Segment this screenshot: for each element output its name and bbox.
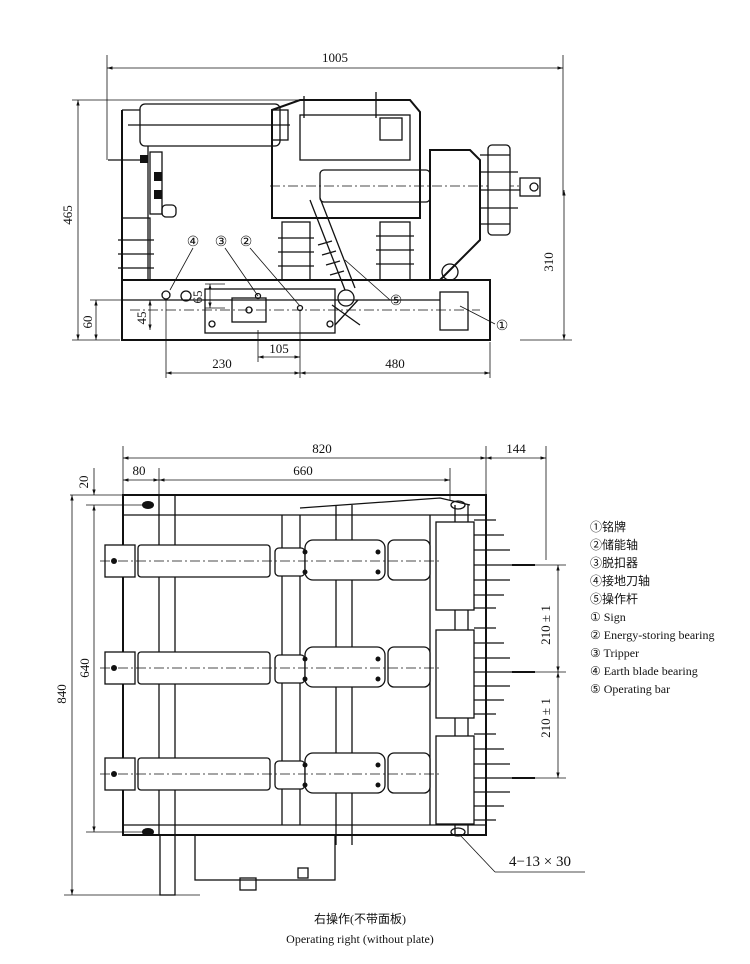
legend-item-1-cn: ①铭牌	[590, 519, 626, 534]
phase-2	[100, 627, 535, 719]
mounting-holes-label: 4−13 × 30	[509, 854, 571, 870]
dim-label-230: 230	[212, 356, 232, 371]
mechanism-housing	[270, 92, 520, 219]
insulator-left	[118, 217, 154, 281]
dim-label-660: 660	[293, 463, 313, 478]
dim-pole-height: 310	[520, 190, 572, 341]
dim-label-820: 820	[312, 441, 332, 456]
dim-label-60: 60	[80, 316, 95, 329]
dim-label-65: 65	[190, 291, 205, 304]
right-bushing	[429, 144, 541, 281]
legend-item-2-en: ② Energy-storing bearing	[590, 628, 715, 642]
legend: ①铭牌 ②储能轴 ③脱扣器 ④接地刀轴 ⑤操作杆 ① Sign ② Energy…	[590, 519, 715, 696]
callout-2: ②	[240, 235, 253, 250]
dim-label-80: 80	[133, 463, 146, 478]
legend-item-3-en: ③ Tripper	[590, 646, 639, 660]
dim-label-640: 640	[77, 658, 92, 678]
dim-plan-inner-depth: 640	[77, 505, 150, 833]
legend-item-4-en: ④ Earth blade bearing	[590, 664, 698, 678]
insulator-right	[376, 221, 414, 281]
dim-label-210-a: 210 ± 1	[538, 605, 553, 645]
caption-chinese: 右操作(不带面板)	[314, 911, 406, 926]
callout-3: ③	[215, 235, 228, 250]
dim-hole-spacing: 65	[190, 283, 225, 309]
callout-leaders	[169, 247, 496, 325]
phase-3	[100, 733, 535, 825]
mounting-hole-callout: 4−13 × 30	[459, 834, 585, 873]
caption-english: Operating right (without plate)	[286, 932, 434, 946]
dim-plan-inner-row: 80 660	[123, 463, 451, 500]
insulator-middle	[278, 221, 314, 281]
dim-base-height: 60	[80, 299, 122, 340]
legend-item-2-cn: ②储能轴	[590, 537, 638, 552]
dim-label-310: 310	[541, 252, 556, 272]
dim-label-480: 480	[385, 356, 405, 371]
dim-label-105: 105	[269, 341, 289, 356]
legend-item-5-cn: ⑤操作杆	[590, 591, 638, 606]
dim-label-45: 45	[134, 312, 149, 325]
dim-label-210-b: 210 ± 1	[538, 698, 553, 738]
dim-label-144: 144	[506, 441, 526, 456]
legend-item-3-cn: ③脱扣器	[590, 555, 638, 570]
dim-overall-width: 1005	[106, 50, 564, 195]
upper-frame	[108, 103, 290, 280]
callout-1: ①	[496, 319, 509, 334]
dim-label-20: 20	[76, 476, 91, 489]
callout-5: ⑤	[390, 294, 403, 309]
base-frame	[121, 279, 491, 341]
dim-plan-overall-depth: 840	[54, 495, 200, 896]
callout-4: ④	[187, 235, 200, 250]
dim-bottom-row: 105 230 480	[165, 300, 491, 378]
lower-mechanism	[159, 834, 336, 896]
caption: 右操作(不带面板) Operating right (without plate…	[286, 911, 434, 946]
dim-plan-right-extension: 144	[486, 441, 547, 560]
phase-1	[100, 519, 535, 611]
dim-plan-overall-width: 820	[122, 441, 487, 500]
dim-label-840: 840	[54, 684, 69, 704]
dim-label-1005: 1005	[322, 50, 348, 65]
dim-plan-phase-spacing: 210 ± 1 210 ± 1	[530, 564, 566, 779]
operating-bar	[309, 197, 361, 326]
plan-view: 820 144 80 660 20 840	[54, 441, 585, 896]
side-elevation-view: 1005 465 60 45 65	[60, 50, 572, 378]
legend-item-4-cn: ④接地刀轴	[590, 573, 650, 588]
side-insulators	[118, 217, 414, 281]
legend-item-1-en: ① Sign	[590, 610, 626, 624]
legend-item-5-en: ⑤ Operating bar	[590, 682, 670, 696]
dim-label-465: 465	[60, 205, 75, 225]
